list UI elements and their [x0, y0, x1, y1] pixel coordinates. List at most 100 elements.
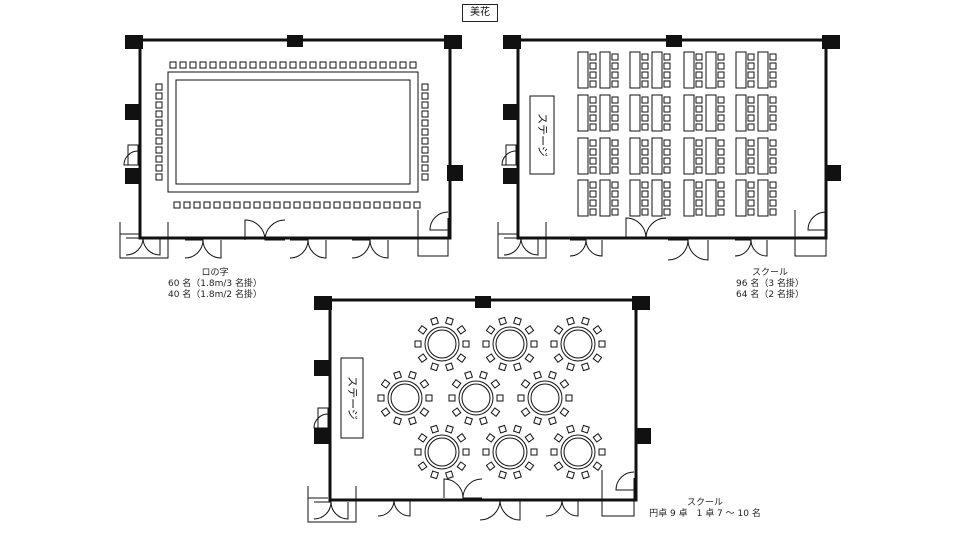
- chair-left: [155, 128, 163, 136]
- chair: [747, 190, 755, 198]
- chair: [695, 53, 703, 61]
- round-table: [424, 326, 460, 362]
- chair: [414, 448, 422, 456]
- round-table-top: [461, 383, 491, 413]
- chair: [611, 80, 619, 88]
- desk: [599, 179, 611, 217]
- chair: [717, 181, 725, 189]
- chair: [747, 62, 755, 70]
- chair: [695, 80, 703, 88]
- chair: [598, 448, 606, 456]
- round-table: [387, 380, 423, 416]
- desk: [705, 137, 717, 175]
- chair-bottom: [203, 201, 211, 209]
- chair: [589, 139, 597, 147]
- vestibule-wall: [497, 222, 547, 259]
- chair-top: [279, 61, 287, 69]
- chair: [490, 379, 501, 389]
- chair: [641, 71, 649, 79]
- chair-bottom: [243, 201, 251, 209]
- chair: [611, 71, 619, 79]
- chair: [533, 370, 542, 380]
- chair: [747, 80, 755, 88]
- chair: [717, 208, 725, 216]
- chair: [553, 353, 564, 363]
- door-swing: [667, 239, 689, 261]
- round-table-top: [495, 329, 525, 359]
- stage-box: [340, 357, 364, 439]
- chair: [769, 80, 777, 88]
- chair-left: [155, 146, 163, 154]
- chair: [380, 379, 391, 389]
- chair: [641, 62, 649, 70]
- chair: [581, 362, 590, 372]
- chair: [408, 370, 417, 380]
- plan1-caption-line2: 60 名（1.8m/3 名掛）: [167, 279, 262, 289]
- chair-top: [389, 61, 397, 69]
- desk: [705, 51, 717, 89]
- chair: [747, 96, 755, 104]
- chair: [589, 148, 597, 156]
- side-door: [317, 407, 329, 429]
- chair: [769, 114, 777, 122]
- chair: [695, 114, 703, 122]
- desk: [629, 51, 641, 89]
- chair: [490, 407, 501, 417]
- chair: [462, 340, 470, 348]
- chair: [769, 62, 777, 70]
- chair: [641, 96, 649, 104]
- corner-wall: [794, 210, 827, 257]
- chair-right: [421, 146, 429, 154]
- chair-bottom: [393, 201, 401, 209]
- chair-bottom: [213, 201, 221, 209]
- chair-bottom: [403, 201, 411, 209]
- chair: [747, 53, 755, 61]
- chair: [598, 340, 606, 348]
- chair: [498, 424, 507, 434]
- pillar: [125, 168, 141, 184]
- desk: [735, 179, 747, 217]
- chair: [611, 157, 619, 165]
- door-swing: [479, 499, 501, 521]
- chair: [717, 166, 725, 174]
- chair: [517, 394, 525, 402]
- plan3-stage-label: ステージ: [346, 376, 359, 420]
- round-table-top: [563, 437, 593, 467]
- chair: [695, 190, 703, 198]
- chair: [445, 470, 454, 480]
- chair: [663, 199, 671, 207]
- chair-bottom: [183, 201, 191, 209]
- chair: [485, 461, 496, 471]
- chair: [747, 105, 755, 113]
- chair-bottom: [363, 201, 371, 209]
- chair: [513, 424, 522, 434]
- door-swing: [520, 237, 539, 256]
- chair-top: [249, 61, 257, 69]
- chair: [548, 370, 557, 380]
- pillar: [632, 296, 650, 310]
- room-wall: [328, 298, 638, 502]
- desk: [651, 179, 663, 217]
- chair: [717, 148, 725, 156]
- chair-top: [319, 61, 327, 69]
- chair-bottom: [173, 201, 181, 209]
- chair-top: [259, 61, 267, 69]
- chair: [430, 362, 439, 372]
- chair: [611, 190, 619, 198]
- chair: [414, 340, 422, 348]
- chair: [430, 316, 439, 326]
- pillar: [447, 165, 463, 181]
- chair: [769, 157, 777, 165]
- plan1-caption: ロの字 60 名（1.8m/3 名掛） 40 名（1.8m/2 名掛）: [150, 268, 280, 301]
- chair-bottom: [223, 201, 231, 209]
- chair: [717, 71, 725, 79]
- chair: [419, 379, 430, 389]
- chair: [611, 166, 619, 174]
- chair: [747, 199, 755, 207]
- chair: [663, 148, 671, 156]
- plan2-caption: スクール 96 名（3 名掛） 64 名（2 名掛）: [715, 268, 825, 301]
- chair: [482, 448, 490, 456]
- round-table-top: [390, 383, 420, 413]
- chair: [641, 190, 649, 198]
- door-swing: [561, 499, 579, 517]
